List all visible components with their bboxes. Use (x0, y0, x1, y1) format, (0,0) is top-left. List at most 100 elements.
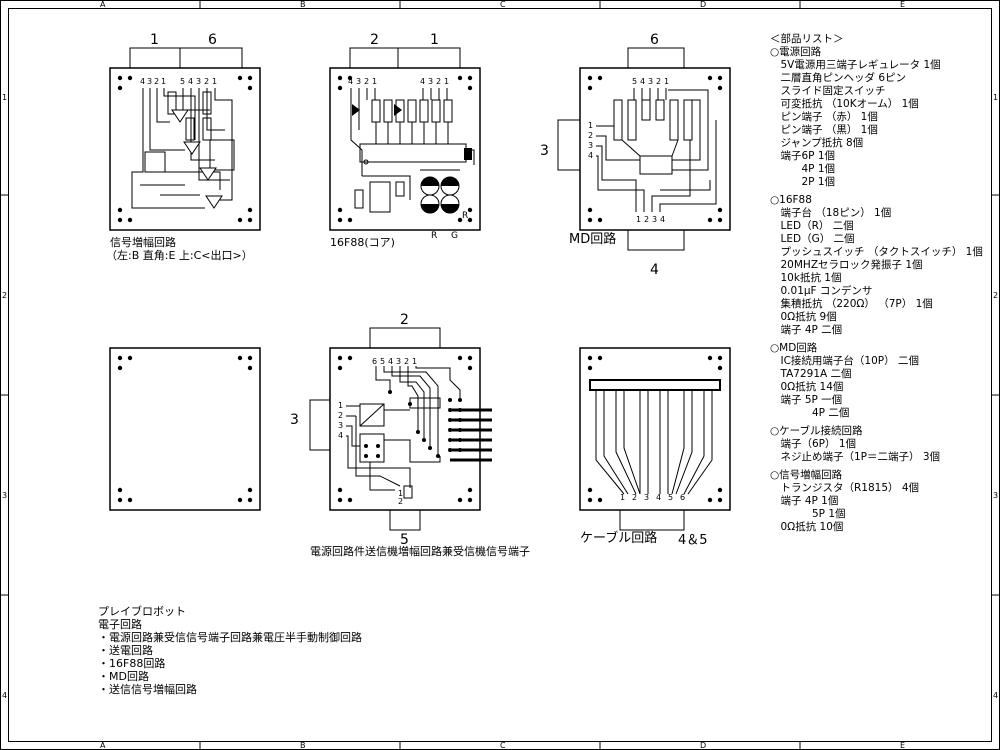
notes-item: ・送信信号増幅回路 (98, 683, 197, 696)
f88-led-r-label: R (431, 231, 438, 241)
project-notes: プレイブロボット電子回路・電源回路兼受信信号端子回路兼電圧半手動制御回路・送電回… (98, 605, 362, 696)
signal-amp-connector-1: 1 (150, 32, 159, 48)
notes-item: ・MD回路 (98, 670, 149, 683)
svg-text:2: 2 (632, 493, 637, 502)
parts-list-item: 可変抵抗 （10Kオーム） 1個 (770, 98, 919, 110)
ruler-col-b-top: B (300, 0, 306, 9)
ruler-row-1-right: 1 (993, 93, 999, 102)
signal-amp-caption-sub: （左:B 直角:E 上:C<出口>） (106, 249, 253, 262)
parts-list-item: ネジ止め端子（1P＝二端子） 3個 (770, 451, 941, 463)
md-connector-6: 6 (650, 32, 659, 48)
ruler-col-a-top: A (100, 0, 106, 9)
parts-list-item: プッシュスイッチ （タクトスイッチ） 1個 (770, 246, 983, 258)
svg-text:1: 1 (636, 215, 641, 224)
parts-list-item: ピン端子 （赤） 1個 (770, 111, 878, 123)
parts-list-item: ピン端子 （黒） 1個 (770, 124, 878, 136)
parts-list-item: 端子 5P 一個 (770, 394, 843, 406)
notes-item: 電子回路 (98, 618, 142, 631)
parts-list-item: 5P 1個 (770, 508, 846, 520)
svg-text:1: 1 (212, 77, 217, 86)
parts-list-item: ○ケーブル接続回路 (770, 425, 863, 437)
notes-item: ・送電回路 (98, 644, 153, 657)
svg-text:5: 5 (380, 357, 385, 366)
cable-caption: ケーブル回路 (580, 531, 658, 546)
parts-list-item: 端子台 （18ピン） 1個 (770, 207, 892, 219)
svg-text:3: 3 (338, 421, 343, 430)
svg-text:1: 1 (620, 493, 625, 502)
svg-text:3: 3 (644, 493, 649, 502)
svg-text:2: 2 (338, 411, 343, 420)
svg-text:5: 5 (668, 493, 673, 502)
svg-text:2: 2 (404, 357, 409, 366)
parts-list-item: 10k抵抗 1個 (770, 272, 842, 284)
svg-text:4: 4 (188, 77, 193, 86)
md-connector-4: 4 (650, 262, 659, 278)
svg-text:3: 3 (147, 77, 152, 86)
ruler-row-2-right: 2 (993, 291, 999, 300)
svg-text:3: 3 (652, 215, 657, 224)
f88-connector-2: 2 (370, 32, 379, 48)
svg-text:3: 3 (648, 77, 653, 86)
svg-text:4: 4 (140, 77, 145, 86)
power-connector-3: 3 (290, 412, 299, 428)
ruler-col-b-bottom: B (300, 741, 306, 750)
svg-text:4: 4 (348, 77, 353, 86)
ruler-col-d-bottom: D (700, 741, 707, 750)
cable-connector-label: 4＆5 (678, 533, 708, 548)
parts-list-item: ○MD回路 (770, 342, 818, 354)
svg-text:5: 5 (632, 77, 637, 86)
f88-caption: 16F88(コア) (330, 236, 395, 249)
ruler-col-d-top: D (700, 0, 707, 9)
parts-list-item: ＜部品リスト＞ (770, 33, 844, 45)
parts-list-item: 2P 1個 (770, 176, 836, 188)
parts-list-item: 二層直角ピンヘッダ 6ピン (770, 72, 907, 84)
svg-text:1: 1 (338, 401, 343, 410)
svg-text:4: 4 (656, 493, 661, 502)
parts-list-item: ○16F88 (770, 194, 812, 206)
ruler-row-4-right: 4 (993, 691, 999, 700)
parts-list-item: ジャンプ抵抗 8個 (770, 137, 864, 149)
svg-text:2: 2 (398, 497, 403, 506)
parts-list-item: 端子（6P） 1個 (770, 438, 857, 450)
ruler-col-a-bottom: A (100, 741, 106, 750)
parts-list-item: ○電源回路 (770, 46, 822, 58)
notes-item: プレイブロボット (98, 605, 186, 618)
svg-text:4: 4 (660, 215, 665, 224)
svg-text:4: 4 (420, 77, 425, 86)
svg-text:3: 3 (428, 77, 433, 86)
parts-list-item: 端子 4P 二個 (770, 324, 843, 336)
svg-text:2: 2 (436, 77, 441, 86)
parts-list-item: 集積抵抗 （220Ω） （7P） 1個 (770, 298, 933, 310)
ruler-row-2-left: 2 (2, 291, 8, 300)
svg-text:5: 5 (180, 77, 185, 86)
parts-list-item: TA7291A 二個 (770, 368, 852, 380)
svg-text:4: 4 (388, 357, 393, 366)
svg-text:1: 1 (412, 357, 417, 366)
parts-list-item: 端子6P 1個 (770, 150, 836, 162)
svg-text:3: 3 (196, 77, 201, 86)
f88-connector-1: 1 (430, 32, 439, 48)
power-connector-5: 5 (400, 532, 409, 548)
ruler-col-e-top: E (900, 0, 906, 9)
notes-item: ・電源回路兼受信信号端子回路兼電圧半手動制御回路 (98, 631, 362, 644)
board-blank (109, 347, 261, 511)
ruler-col-c-bottom: C (500, 741, 506, 750)
parts-list-item: 0Ω抵抗 9個 (770, 311, 837, 323)
notes-item: ・16F88回路 (98, 657, 166, 670)
svg-text:1: 1 (588, 121, 593, 130)
parts-list-item: スライド固定スイッチ (770, 85, 886, 97)
svg-text:1: 1 (664, 77, 669, 86)
parts-list-item: 端子 4P 1個 (770, 495, 839, 507)
power-caption: 電源回路件送信機増幅回路兼受信機信号端子 (310, 545, 530, 558)
parts-list-item: 20MHZセラロック発振子 1個 (770, 259, 923, 271)
sheet-border-inner (8, 8, 992, 742)
parts-list-item: トランジスタ（R1815） 4個 (770, 482, 920, 494)
ruler-row-3-left: 3 (2, 491, 8, 500)
parts-list-item: 4P 1個 (770, 163, 836, 175)
